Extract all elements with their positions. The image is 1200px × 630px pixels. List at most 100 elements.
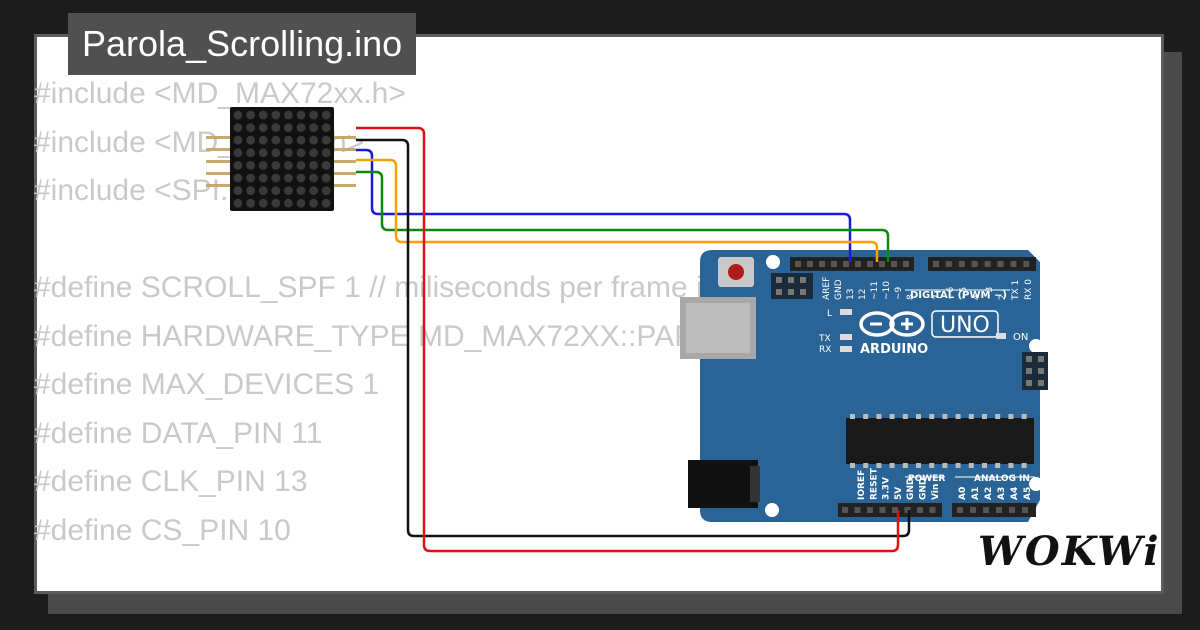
matrix-led-icon (309, 186, 318, 196)
matrix-led-icon (296, 186, 306, 196)
matrix-led-icon (296, 135, 306, 145)
digital-pin-label: ~11 (870, 281, 880, 300)
matrix-led-icon (233, 173, 243, 183)
matrix-led-icon (233, 161, 243, 170)
analog-label: ANALOG IN (974, 474, 1030, 484)
matrix-led-icon (296, 110, 306, 120)
matrix-led-icon (246, 186, 256, 196)
matrix-led-icon (309, 148, 318, 158)
matrix-led-icon (284, 173, 293, 183)
mount-hole-icon (1029, 477, 1043, 491)
code-line: #define MAX_DEVICES 1 (34, 368, 380, 401)
analog-pin-label: A3 (997, 487, 1007, 500)
matrix-led-icon (309, 135, 318, 145)
digital-label: DIGITAL (PWM ~) (910, 290, 1007, 301)
power-pin-label: IOREF (857, 470, 867, 500)
wokwi-logo: WOKWi (978, 528, 1161, 575)
on-label: ON (1013, 332, 1028, 343)
digital-pin-label: ~6 (946, 286, 956, 300)
mount-hole-icon (765, 503, 779, 517)
matrix-led-icon (258, 198, 268, 208)
analog-pin-label: A2 (984, 487, 994, 500)
code-line: #include <MD_MAX72xx.h> (34, 77, 406, 110)
matrix-led-icon (271, 173, 281, 183)
power-header (838, 503, 942, 517)
matrix-led-icon (258, 110, 268, 120)
power-pin-label: GND (906, 478, 916, 500)
matrix-led-icon (321, 123, 331, 132)
matrix-led-icon (296, 161, 306, 170)
matrix-led-icon (321, 110, 331, 120)
matrix-led-icon (271, 110, 281, 120)
matrix-led-icon (296, 198, 306, 208)
rx-led-icon (840, 346, 852, 352)
model-label: UNO (940, 313, 990, 338)
matrix-led-icon (246, 198, 256, 208)
digital-pin-label: AREF (822, 277, 832, 300)
mount-hole-icon (1029, 339, 1043, 353)
wires (356, 126, 911, 553)
digital-pin-label: ~10 (882, 281, 892, 300)
led-matrix-module[interactable] (206, 107, 356, 211)
digital-pin-label: 13 (846, 289, 856, 300)
tx-led-icon (840, 334, 852, 340)
matrix-led-icon (233, 110, 243, 120)
power-pin-label: 3.3V (882, 477, 892, 500)
digital-pin-label: RX 0 (1024, 279, 1034, 300)
digital-pin-label: 2 (998, 294, 1008, 300)
code-line: #define CS_PIN 10 (34, 513, 291, 547)
matrix-led-icon (309, 161, 318, 170)
matrix-led-icon (296, 173, 306, 183)
l-label: L (827, 309, 832, 319)
matrix-led-icon (246, 148, 256, 158)
digital-pin-label: 8 (906, 294, 916, 300)
power-label: POWER (908, 474, 945, 484)
wire-blue (356, 148, 852, 262)
digital-pin-label: GND (834, 279, 844, 300)
matrix-led-icon (271, 148, 281, 158)
matrix-led-icon (258, 123, 268, 132)
digital-pin-label: TX 1 (1011, 280, 1021, 301)
matrix-led-icon (284, 186, 293, 196)
digital-pin-label: 4 (972, 294, 982, 300)
matrix-led-icon (233, 123, 243, 132)
matrix-led-icon (271, 135, 281, 145)
matrix-led-icon (284, 198, 293, 208)
digital-header-right (928, 257, 1036, 271)
matrix-led-icon (309, 173, 318, 183)
matrix-led-icon (258, 186, 268, 196)
matrix-led-icon (309, 198, 318, 208)
matrix-led-icon (246, 135, 256, 145)
matrix-led-icon (233, 198, 243, 208)
matrix-led-icon (296, 123, 306, 132)
matrix-right-pins (334, 136, 356, 187)
matrix-led-icon (321, 161, 331, 170)
analog-pin-label: A5 (1023, 487, 1033, 500)
matrix-led-icon (309, 110, 318, 120)
reset-button-icon (728, 264, 744, 280)
matrix-led-icon (321, 173, 331, 183)
mount-hole-icon (766, 255, 780, 269)
analog-pin-label: A4 (1010, 487, 1020, 500)
matrix-led-icon (233, 148, 243, 158)
analog-pin-label: A0 (958, 487, 968, 500)
arduino-logo-icon (859, 311, 925, 337)
power-pin-label: Vin (931, 484, 941, 500)
matrix-led-icon (321, 135, 331, 145)
code-line: #define DATA_PIN 11 (34, 416, 323, 450)
matrix-led-icon (246, 110, 256, 120)
matrix-led-icon (246, 161, 256, 170)
matrix-led-icon (284, 110, 293, 120)
matrix-led-icon (321, 198, 331, 208)
digital-pin-label: ~3 (985, 287, 995, 300)
matrix-led-icon (233, 186, 243, 196)
matrix-led-icon (271, 198, 281, 208)
matrix-led-icon (258, 161, 268, 170)
matrix-led-icon (321, 186, 331, 196)
matrix-led-icon (321, 148, 331, 158)
digital-header-left (790, 257, 914, 271)
power-pin-label: RESET (869, 467, 879, 500)
wire-black (356, 138, 911, 538)
